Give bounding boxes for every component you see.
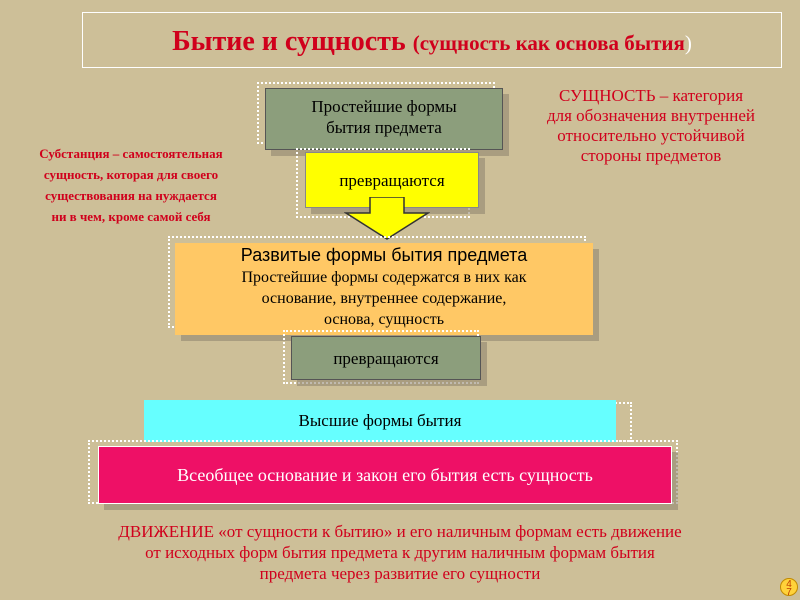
essence-def-line: относительно устойчивой <box>557 126 745 145</box>
title-frame <box>82 12 782 68</box>
substance-line: ни в чем, кроме самой себя <box>51 209 211 224</box>
page-number-digit: 7 <box>786 587 792 598</box>
page-number-badge[interactable]: 4 7 <box>780 578 798 598</box>
essence-def-line: стороны предметов <box>580 146 722 165</box>
movement-line: от исходных форм бытия предмета к другим… <box>145 543 655 562</box>
highest-forms-box: Высшие формы бытия <box>144 400 616 442</box>
movement-line: ДВИЖЕНИЕ «от сущности к бытию» и его нал… <box>118 522 682 541</box>
title-main: Бытие и сущность <box>172 26 406 57</box>
title-sub: (сущность как основа бытия <box>412 31 685 55</box>
simplest-forms-line: Простейшие формы <box>311 97 457 116</box>
simplest-forms-box: Простейшие формы бытия предмета <box>265 88 503 150</box>
movement-note: ДВИЖЕНИЕ «от сущности к бытию» и его нал… <box>0 521 800 584</box>
simplest-forms-line: бытия предмета <box>326 118 442 137</box>
developed-forms-line: основание, внутреннее содержание, <box>261 290 507 307</box>
developed-forms-heading: Развитые формы бытия предмета <box>240 245 528 265</box>
essence-definition: СУЩНОСТЬ – категория для обозначения вну… <box>502 86 800 166</box>
essence-def-line: СУЩНОСТЬ – категория <box>558 86 744 105</box>
developed-forms-line: Простейшие формы содержатся в них как <box>241 269 527 286</box>
substance-note: Субстанция – самостоятельная сущность, к… <box>0 143 262 227</box>
essence-box: Всеобщее основание и закон его бытия ест… <box>98 446 672 504</box>
transform-box-2: превращаются <box>291 336 481 380</box>
slide-title: Бытие и сущность (сущность как основа бы… <box>82 26 782 58</box>
down-arrow-icon <box>344 197 430 240</box>
developed-forms-line: основа, сущность <box>323 311 445 328</box>
movement-line: предмета через развитие его сущности <box>259 564 541 583</box>
developed-forms-box: Развитые формы бытия предмета Простейшие… <box>175 243 593 335</box>
substance-line: Субстанция – самостоятельная <box>39 146 223 161</box>
substance-line: сущность, которая для своего <box>43 167 219 182</box>
title-close: ) <box>684 31 692 55</box>
substance-line: существования на нуждается <box>45 188 217 203</box>
essence-def-line: для обозначения внутренней <box>546 106 756 125</box>
page-number-digit: 4 <box>786 579 792 590</box>
